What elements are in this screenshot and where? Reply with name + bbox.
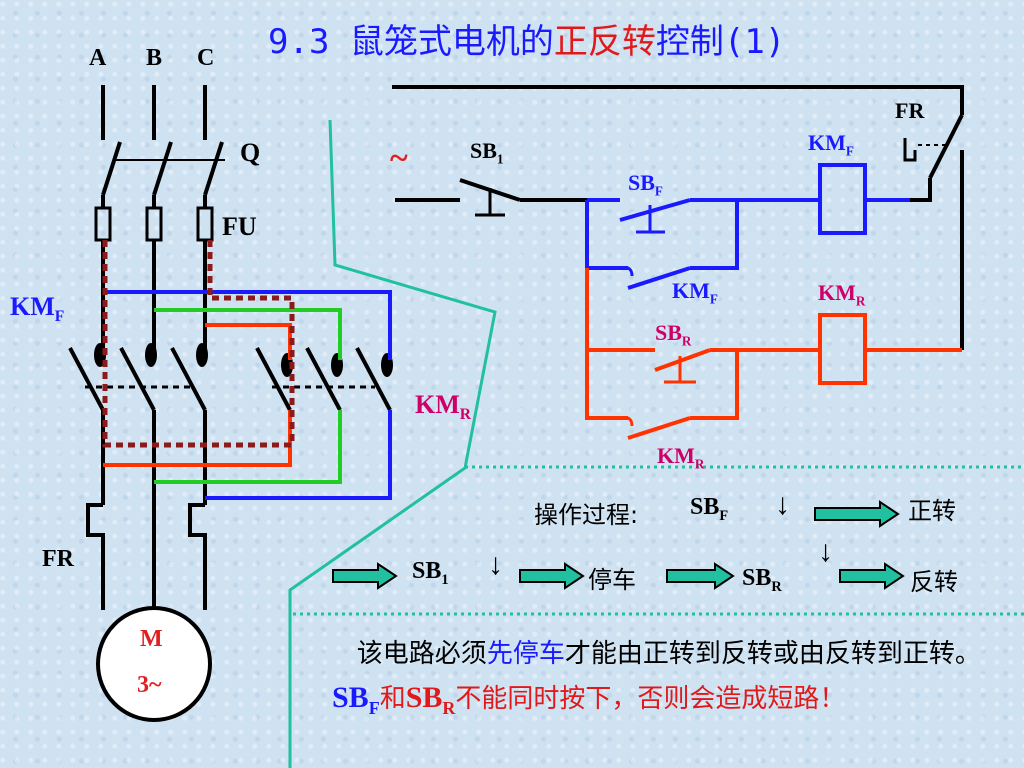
fuse-label: FU bbox=[222, 212, 257, 241]
sbf-label: SBF bbox=[628, 170, 663, 199]
sb1-label: SB1 bbox=[470, 138, 504, 167]
phase-b-label: B bbox=[146, 45, 163, 71]
kmf-coil-label: KMF bbox=[808, 130, 854, 159]
fr-left-label: FR bbox=[42, 546, 74, 572]
down-arrow-3: ↓ bbox=[818, 535, 833, 568]
process-sbr: SBR bbox=[742, 565, 782, 595]
kmr-power-label: KMR bbox=[415, 390, 472, 424]
motor-label-type: 3~ bbox=[137, 672, 162, 698]
process-forward: 正转 bbox=[908, 497, 956, 525]
process-reverse: 反转 bbox=[910, 568, 958, 596]
kmr-coil-label: KMR bbox=[818, 280, 866, 309]
ac-symbol: ~ bbox=[390, 140, 408, 177]
process-stop: 停车 bbox=[588, 566, 636, 594]
down-arrow-1: ↓ bbox=[775, 488, 790, 521]
page-title: 9.3 鼠笼式电机的正反转控制(1) bbox=[268, 22, 786, 62]
down-arrow-2: ↓ bbox=[488, 548, 503, 581]
fr-right-label: FR bbox=[895, 98, 925, 123]
contact-arcs bbox=[94, 343, 393, 377]
process-prefix: 操作过程: bbox=[534, 501, 639, 529]
phase-c-label: C bbox=[197, 45, 215, 71]
sbr-label: SBR bbox=[655, 320, 692, 349]
phase-a-label: A bbox=[89, 45, 107, 71]
switch-q-label: Q bbox=[240, 138, 261, 167]
power-circuit bbox=[68, 85, 392, 722]
process-sb1: SB1 bbox=[412, 558, 449, 588]
kmf-aux-label: KMF bbox=[672, 278, 718, 307]
kmf-power-label: KMF bbox=[10, 292, 65, 326]
process-arrows bbox=[332, 500, 905, 590]
process-sbf: SBF bbox=[690, 494, 729, 524]
kmr-aux-label: KMR bbox=[657, 443, 705, 472]
motor-label-m: M bbox=[140, 626, 163, 652]
control-circuit bbox=[392, 85, 964, 440]
note-text: 该电路必须先停车才能由正转到反转或由反转到正转。SBF和SBR不能同时按下，否则… bbox=[332, 639, 981, 718]
